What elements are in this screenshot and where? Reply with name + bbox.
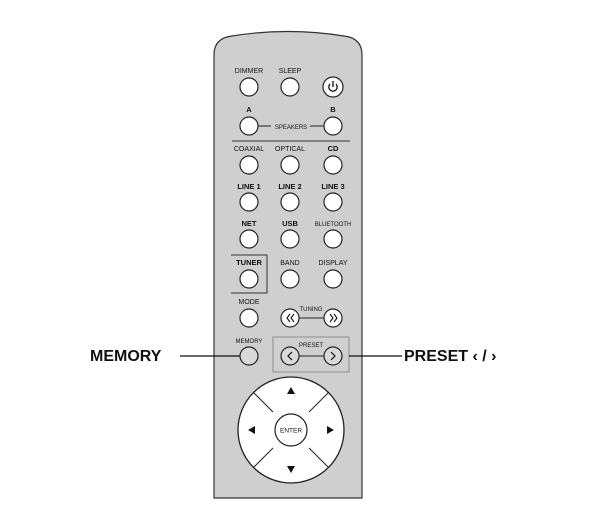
- mode-label: MODE: [239, 299, 260, 306]
- mode-button[interactable]: [239, 308, 259, 328]
- preset-callout: PRESET ‹ / ›: [404, 348, 496, 365]
- tuning-label: TUNING: [300, 307, 323, 313]
- coaxial-label: COAXIAL: [234, 146, 264, 153]
- speaker-b-label: B: [330, 105, 336, 114]
- bluetooth-button[interactable]: [323, 229, 343, 249]
- enter-button[interactable]: [274, 413, 308, 447]
- net-button[interactable]: [239, 229, 259, 249]
- dimmer-button[interactable]: [239, 77, 259, 97]
- nav-sector-lines: [253, 392, 329, 468]
- memory-callout: MEMORY: [90, 348, 162, 365]
- usb-label: USB: [282, 219, 298, 228]
- double-chevron-right-icon: [329, 313, 338, 323]
- usb-button[interactable]: [280, 229, 300, 249]
- chevron-left-icon: [287, 351, 293, 361]
- speaker-a-button[interactable]: [239, 116, 259, 136]
- bluetooth-label: BLUETOOTH: [315, 222, 352, 228]
- cd-label: CD: [328, 144, 339, 153]
- power-button[interactable]: [322, 76, 344, 98]
- tuner-bracket: [231, 254, 268, 294]
- speakers-label: SPEAKERS: [275, 125, 307, 131]
- band-button[interactable]: [280, 269, 300, 289]
- tuning-down-button[interactable]: [280, 308, 300, 328]
- coaxial-button[interactable]: [239, 155, 259, 175]
- chevron-right-icon: [330, 351, 336, 361]
- preset-up-button[interactable]: [323, 346, 343, 366]
- preset-label: PRESET: [299, 343, 323, 349]
- nav-left-button[interactable]: [248, 426, 255, 434]
- memory-label: MEMORY: [236, 339, 263, 345]
- preset-down-button[interactable]: [280, 346, 300, 366]
- tuner-label: TUNER: [236, 258, 262, 267]
- net-label: NET: [242, 219, 257, 228]
- speaker-b-button[interactable]: [323, 116, 343, 136]
- tuning-up-button[interactable]: [323, 308, 343, 328]
- preset-highlight-box: [272, 336, 350, 373]
- display-label: DISPLAY: [318, 260, 347, 267]
- enter-label: ENTER: [280, 428, 302, 435]
- nav-down-button[interactable]: [287, 466, 295, 473]
- line1-label: LINE 1: [237, 182, 260, 191]
- remote-body: [213, 30, 363, 499]
- nav-right-button[interactable]: [327, 426, 334, 434]
- line2-button[interactable]: [280, 192, 300, 212]
- dimmer-label: DIMMER: [235, 68, 263, 75]
- line3-button[interactable]: [323, 192, 343, 212]
- line3-label: LINE 3: [321, 182, 344, 191]
- line1-button[interactable]: [239, 192, 259, 212]
- sleep-button[interactable]: [280, 77, 300, 97]
- double-chevron-left-icon: [286, 313, 295, 323]
- display-button[interactable]: [323, 269, 343, 289]
- memory-button[interactable]: [239, 346, 259, 366]
- optical-button[interactable]: [280, 155, 300, 175]
- power-icon: [328, 81, 338, 92]
- line2-label: LINE 2: [278, 182, 301, 191]
- band-label: BAND: [280, 260, 299, 267]
- tuner-button[interactable]: [239, 269, 259, 289]
- nav-up-button[interactable]: [287, 387, 295, 394]
- cd-button[interactable]: [323, 155, 343, 175]
- speaker-a-label: A: [246, 105, 252, 114]
- optical-label: OPTICAL: [275, 146, 305, 153]
- sleep-label: SLEEP: [279, 68, 302, 75]
